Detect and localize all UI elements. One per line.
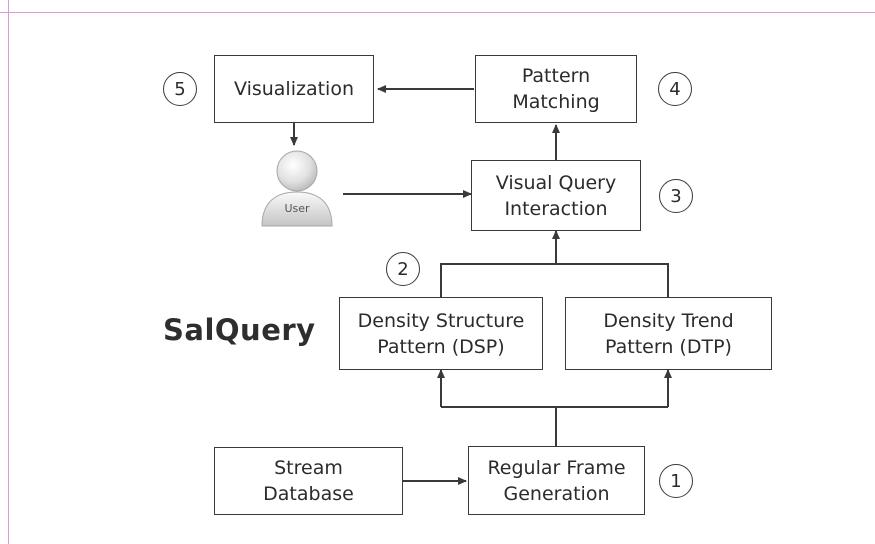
step-1-marker: 1: [659, 464, 693, 498]
node-pattern-matching: Pattern Matching: [475, 55, 637, 123]
node-density-structure-pattern: Density Structure Pattern (DSP): [339, 297, 543, 370]
step-5-marker: 5: [163, 72, 197, 106]
node-visual-query-interaction: Visual Query Interaction: [471, 160, 641, 231]
connector-dsp-dtp-merge: [440, 263, 669, 297]
frame-left-border: [8, 0, 9, 544]
diagram-title: SalQuery: [163, 313, 316, 347]
step-4-marker: 4: [658, 72, 692, 106]
user-icon: [261, 150, 333, 227]
step-3-marker: 3: [659, 179, 693, 213]
user-label: User: [284, 202, 310, 215]
step-2-marker: 2: [386, 252, 420, 286]
node-regular-frame-generation: Regular Frame Generation: [468, 446, 645, 515]
frame-top-border: [0, 12, 875, 13]
node-density-trend-pattern: Density Trend Pattern (DTP): [565, 297, 772, 370]
node-stream-database: Stream Database: [214, 447, 403, 515]
node-visualization: Visualization: [214, 55, 374, 123]
